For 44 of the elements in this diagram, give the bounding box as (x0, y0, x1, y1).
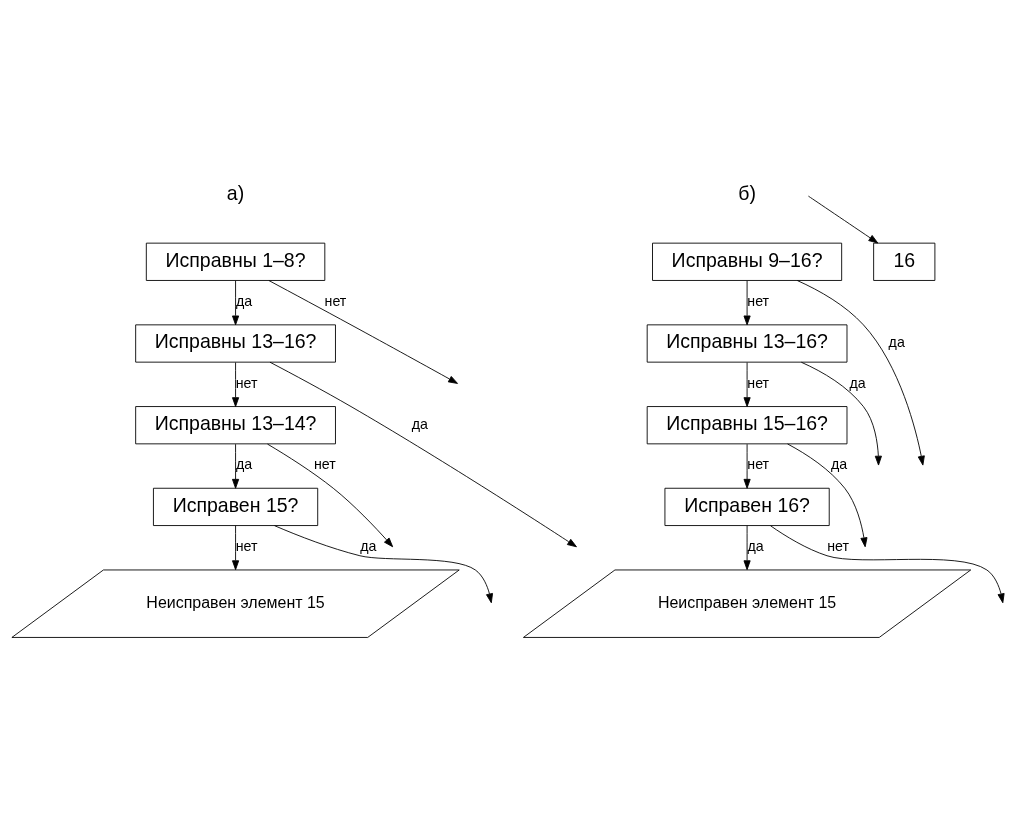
arrow (232, 525, 240, 571)
node-box: Исправны 1–8? (145, 242, 326, 281)
arrow (232, 280, 240, 326)
node-box: Исправны 13–16? (646, 324, 848, 363)
edge-label: да (235, 456, 253, 473)
arrow (267, 443, 394, 548)
arrow (268, 280, 458, 384)
edge-label: да (235, 293, 253, 310)
label: б) (738, 182, 756, 205)
edge-label: да (888, 333, 905, 350)
arrow (808, 195, 879, 244)
edge-label: нет (747, 293, 770, 310)
edge-label: нет (747, 456, 770, 473)
arrow (743, 443, 751, 489)
node-box: Исправен 15? (152, 487, 319, 526)
arrow (274, 525, 493, 604)
arrow (770, 525, 1005, 604)
arrow (800, 361, 882, 466)
arrow (796, 280, 925, 466)
node-box: 16 (873, 242, 936, 281)
edge-label: да (849, 374, 866, 391)
arrow (232, 362, 240, 407)
edge-label: да (411, 415, 428, 432)
node-box: Исправны 13–16? (135, 324, 336, 363)
node-box: Исправны 9–16? (652, 242, 843, 281)
edge-label: нет (235, 538, 258, 555)
edge-label: нет (235, 374, 258, 391)
edge-label: нет (827, 538, 849, 555)
arrow (787, 443, 868, 548)
arrow (743, 525, 751, 571)
edge-label: нет (324, 293, 347, 310)
edge-label: да (830, 456, 848, 473)
edge-label: нет (747, 374, 770, 391)
edge-label: да (360, 538, 377, 555)
node-box: Исправны 13–14? (135, 406, 336, 445)
edge-label: нет (313, 456, 336, 473)
label: а) (226, 182, 245, 205)
arrow (232, 443, 240, 489)
arrow (743, 362, 751, 407)
node-box: Исправен 16? (664, 487, 830, 526)
edge-label: да (747, 538, 764, 555)
node-box: Исправны 15–16? (646, 406, 848, 445)
arrow (743, 280, 751, 326)
arrow (269, 361, 577, 548)
